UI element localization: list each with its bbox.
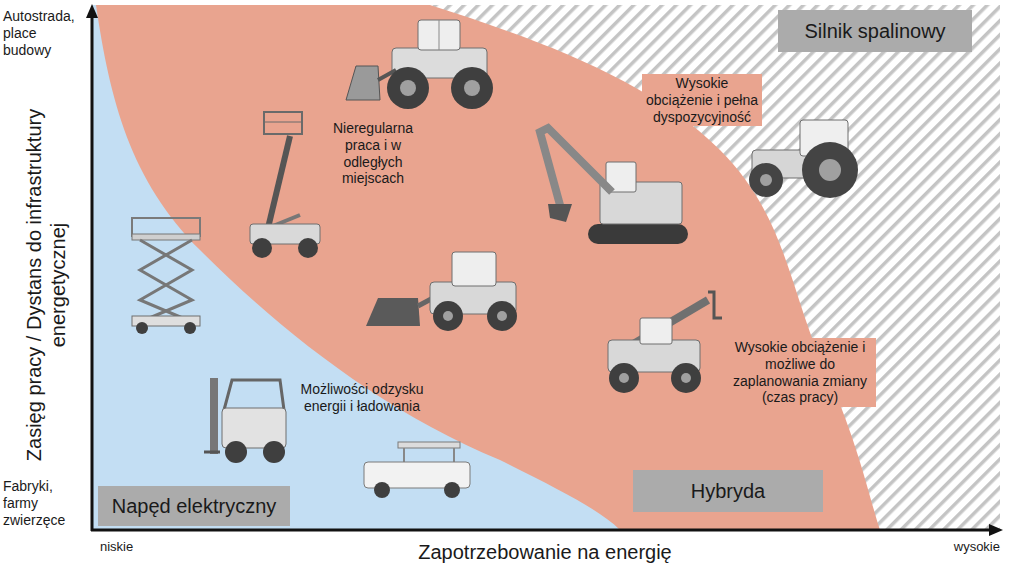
axis-title: Zapotrzebowanie na energię	[300, 540, 790, 564]
region-label-box: Napęd elektryczny	[98, 486, 290, 526]
wheel-loader-illustration	[366, 252, 517, 331]
axis-end-label: Autostrada, place budowy	[3, 8, 85, 58]
region-label-box: Hybryda	[633, 470, 823, 512]
telehandler-illustration	[608, 292, 722, 393]
region-name: Silnik spalinowy	[804, 20, 945, 43]
axis-end-label: niskie	[100, 539, 180, 555]
excavator-illustration	[540, 128, 688, 244]
y-axis-arrow	[86, 4, 98, 18]
annotation: Wysokie obciążenie i pełna dyspozycyjnoś…	[642, 74, 762, 126]
annotation: Wysokie obciążenie i możliwe do zaplanow…	[724, 338, 876, 407]
y-axis	[91, 14, 94, 531]
electric-region	[92, 5, 620, 530]
region-name: Hybryda	[691, 480, 765, 503]
annotation: Możliwości odzysku energii i ładowania	[298, 381, 426, 415]
wheel-dozer-illustration	[346, 20, 493, 109]
region-label-box: Silnik spalinowy	[778, 10, 972, 52]
boom-lift-illustration	[250, 112, 320, 258]
x-axis	[91, 529, 990, 532]
annotation: Nieregularna praca i w odległych miejsca…	[318, 120, 428, 187]
axis-end-label: wysokie	[900, 539, 1000, 555]
tow-tractor-illustration	[364, 442, 470, 498]
axis-end-label: Fabryki, farmy zwierzęce	[3, 478, 85, 528]
forklift-illustration	[204, 378, 286, 463]
region-name: Napęd elektryczny	[112, 495, 277, 518]
scissor-lift-illustration	[132, 218, 200, 334]
combustion-region	[92, 5, 1000, 530]
axis-title: Zasięg pracy / Dystans do infrastruktury…	[22, 95, 70, 475]
x-axis-arrow	[989, 524, 1003, 536]
hybrid-region	[92, 5, 880, 530]
tractor-illustration	[749, 120, 858, 198]
